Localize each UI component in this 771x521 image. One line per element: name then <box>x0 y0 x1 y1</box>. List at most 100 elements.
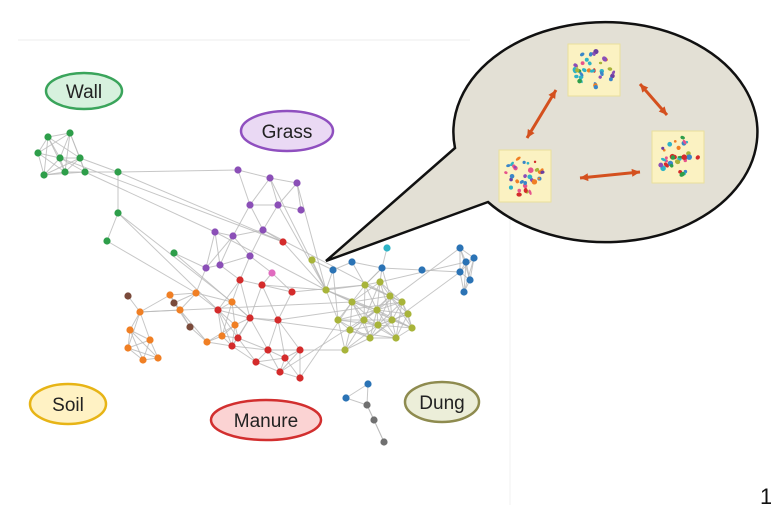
microbe-glyph <box>522 183 528 189</box>
network-edge <box>84 171 216 233</box>
network-node-wall <box>103 237 111 245</box>
network-node-grass <box>234 166 242 174</box>
network-node-dung <box>376 278 384 286</box>
arrow-shaft <box>525 89 558 139</box>
network-node-dung <box>341 346 349 354</box>
microbe-glyph <box>679 171 685 177</box>
network-node-dung <box>308 256 316 264</box>
network-edge <box>205 231 216 269</box>
network-edge <box>217 309 223 337</box>
network-edge <box>277 204 302 211</box>
network-edge <box>37 152 45 176</box>
svg-text:Grass: Grass <box>262 122 313 143</box>
network-edge <box>179 292 197 311</box>
network-edge <box>389 295 413 329</box>
network-node-wall <box>114 209 122 217</box>
network-node-brown <box>186 323 194 331</box>
arrow-head <box>658 106 667 115</box>
network-node-grey <box>363 401 371 409</box>
group-label-dung[interactable]: Dung <box>403 380 481 424</box>
microbe-glyph <box>577 78 582 84</box>
arrow-head <box>527 129 535 138</box>
network-node-grey <box>380 438 388 446</box>
microbe-glyph <box>588 52 593 57</box>
network-edge <box>381 267 391 297</box>
network-edge <box>299 301 353 379</box>
microbe-glyph <box>610 73 615 79</box>
network-edge <box>231 301 236 326</box>
network-edge <box>189 326 208 343</box>
network-edge <box>231 279 241 303</box>
network-edge <box>195 292 219 311</box>
network-node-soil <box>136 308 144 316</box>
network-edge <box>43 136 49 176</box>
svg-text:Dung: Dung <box>419 393 464 414</box>
network-edge <box>205 235 234 269</box>
network-edge <box>106 212 119 242</box>
network-edge <box>179 309 208 343</box>
microbe-glyph <box>508 185 514 190</box>
network-edge <box>219 255 251 266</box>
microbe-glyph <box>695 155 700 160</box>
microbe-glyph <box>658 162 664 168</box>
network-edge <box>139 294 171 313</box>
network-node-dung <box>334 316 342 324</box>
network-node-manure <box>252 358 260 366</box>
network-node-soil <box>139 356 147 364</box>
network-node-soil <box>203 338 211 346</box>
network-node-grass <box>216 261 224 269</box>
microbe-glyph <box>599 71 604 77</box>
network-edge <box>377 324 397 339</box>
network-edge <box>237 337 269 351</box>
network-edge <box>249 284 263 319</box>
svg-text:Wall: Wall <box>66 82 102 103</box>
network-edge <box>231 345 269 351</box>
network-edge <box>269 177 279 206</box>
microbe-glyph <box>515 179 520 184</box>
microbe-glyph <box>593 84 599 90</box>
microbe-glyph <box>584 57 589 62</box>
network-edge <box>117 171 284 243</box>
group-label-soil[interactable]: Soil <box>28 382 108 426</box>
arrow-head <box>548 90 556 99</box>
network-node-grass <box>246 201 254 209</box>
microbe-glyph <box>531 179 538 185</box>
network-edge <box>43 157 61 176</box>
microbe-glyph <box>506 164 511 168</box>
network-edge <box>261 284 327 291</box>
network-node-manure <box>214 306 222 314</box>
network-node-soil <box>146 336 154 344</box>
network-edge <box>249 255 273 274</box>
microbe-glyph <box>670 155 676 160</box>
network-edge <box>345 383 369 399</box>
network-node-soil <box>154 354 162 362</box>
network-edge <box>129 329 151 341</box>
microbe-glyph <box>573 63 578 68</box>
microbe-glyph <box>686 154 693 160</box>
network-node-soil <box>124 344 132 352</box>
network-edge <box>381 267 423 271</box>
network-node-manure <box>258 281 266 289</box>
network-node-grass <box>246 252 254 260</box>
network-node-manure <box>274 316 282 324</box>
network-node-dung <box>346 326 354 334</box>
group-label-manure[interactable]: Manure <box>209 398 323 442</box>
network-node-wall <box>34 149 42 157</box>
network-node-manure <box>264 346 272 354</box>
network-edge <box>173 292 197 304</box>
network-node-manure <box>228 342 236 350</box>
group-label-wall[interactable]: Wall <box>44 71 124 111</box>
network-edge <box>279 349 301 373</box>
network-node-blue <box>456 268 464 276</box>
network-edge <box>269 177 298 184</box>
network-node-soil <box>126 326 134 334</box>
microbe-glyph <box>661 146 665 150</box>
network-edge <box>249 317 269 351</box>
microbe-glyph <box>516 192 522 197</box>
microbe-glyph <box>574 74 579 79</box>
arrow-head <box>580 173 589 182</box>
network-edge <box>139 301 353 313</box>
network-node-manure <box>236 276 244 284</box>
network-edge <box>127 347 159 359</box>
group-label-grass[interactable]: Grass <box>239 109 335 153</box>
